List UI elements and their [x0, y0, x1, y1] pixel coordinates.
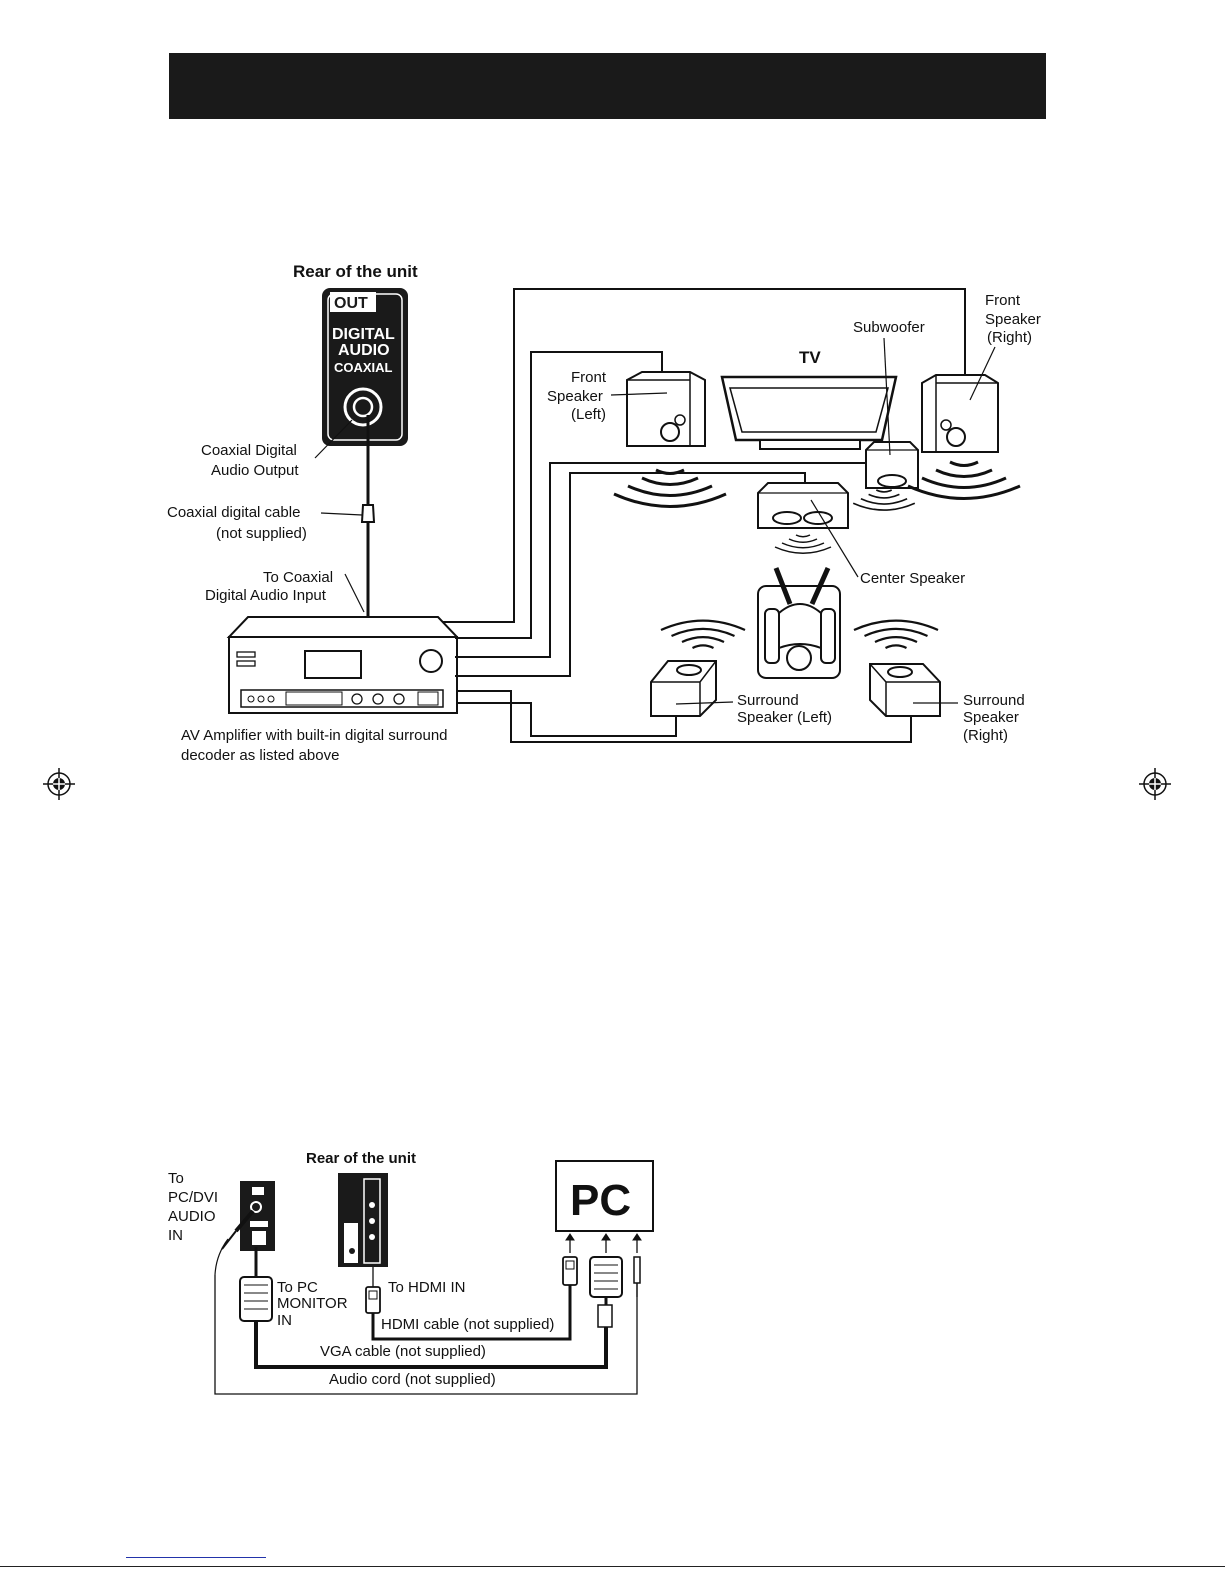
audio-cord — [214, 1275, 638, 1395]
amp-caption-1: AV Amplifier with built-in digital surro… — [181, 727, 448, 744]
vga-cable — [254, 1321, 608, 1369]
coax-cable-label-2: (not supplied) — [216, 525, 307, 542]
digital-audio-panel: OUT DIGITAL AUDIO COAXIAL — [322, 288, 408, 446]
to-coax-label-1: To Coaxial — [263, 569, 333, 586]
registration-mark-icon — [1139, 768, 1171, 800]
arrow-up-icon — [565, 1233, 642, 1253]
to-audio-label-1: To — [168, 1170, 184, 1187]
pc-label: PC — [570, 1176, 631, 1225]
to-pc-monitor-label-2: MONITOR — [277, 1295, 348, 1312]
footer-line — [0, 1566, 1225, 1567]
subwoofer-icon — [865, 441, 919, 489]
front-right-label-2: Speaker — [985, 311, 1041, 328]
surround-left-speaker-icon — [650, 660, 717, 717]
vga-cable-label: VGA cable (not supplied) — [320, 1343, 486, 1360]
center-speaker-icon — [757, 482, 849, 529]
surround-left-label-2: Speaker (Left) — [737, 709, 832, 726]
hdmi-cable — [371, 1285, 572, 1341]
audio-plug-icon — [633, 1256, 641, 1297]
front-right-label-1: Front — [985, 292, 1021, 309]
coax-output-label-1: Coaxial Digital — [201, 442, 297, 459]
panel-coaxial-label: COAXIAL — [334, 360, 393, 375]
panel-audio-label: AUDIO — [338, 342, 390, 359]
to-audio-label-3: AUDIO — [168, 1208, 216, 1225]
to-audio-label-2: PC/DVI — [168, 1189, 218, 1206]
to-pc-monitor-label-1: To PC — [277, 1279, 318, 1296]
hdmi-input-panel — [338, 1173, 388, 1267]
front-left-label-1: Front — [571, 369, 607, 386]
coax-cable-label-1: Coaxial digital cable — [167, 504, 300, 521]
surround-right-label-2: Speaker — [963, 709, 1019, 726]
front-left-label-2: Speaker — [547, 388, 603, 405]
subwoofer-label: Subwoofer — [853, 319, 925, 336]
audio-cord-label: Audio cord (not supplied) — [329, 1371, 496, 1388]
front-left-speaker-icon — [626, 371, 706, 447]
tv-icon — [720, 375, 898, 450]
panel-out-label: OUT — [334, 295, 368, 312]
surround-right-speaker-icon — [869, 663, 941, 717]
header-bar — [169, 53, 1046, 119]
pc-input-panel — [240, 1181, 275, 1251]
surround-right-label-3: (Right) — [963, 727, 1008, 744]
surround-left-label-1: Surround — [737, 692, 799, 709]
speaker-wires — [443, 288, 966, 743]
to-coax-label-2: Digital Audio Input — [205, 587, 327, 604]
tv-label: TV — [799, 348, 821, 367]
hdmi-connector-icon — [365, 1286, 381, 1314]
front-right-speaker-icon — [921, 374, 999, 453]
coaxial-jack-icon — [343, 387, 383, 427]
amp-caption-2: decoder as listed above — [181, 747, 339, 764]
panel-digital-label: DIGITAL — [332, 326, 395, 343]
amplifier-icon — [226, 616, 460, 714]
coaxial-plug-icon — [360, 504, 376, 523]
footer-link-rule — [126, 1557, 266, 1558]
front-right-label-3: (Right) — [987, 329, 1032, 346]
listener-icon — [757, 566, 841, 679]
front-left-label-3: (Left) — [571, 406, 606, 423]
center-speaker-label: Center Speaker — [860, 570, 965, 587]
to-hdmi-label: To HDMI IN — [388, 1279, 466, 1296]
rear-title: Rear of the unit — [293, 262, 418, 281]
pc-rear-title: Rear of the unit — [306, 1150, 416, 1167]
surround-connection-diagram: Rear of the unit OUT DIGITAL AUDIO COAXI… — [167, 262, 1041, 764]
coax-output-label-2: Audio Output — [211, 462, 299, 479]
registration-mark-icon — [43, 768, 75, 800]
hdmi-cable-label: HDMI cable (not supplied) — [381, 1316, 554, 1333]
vga-connector-icon — [239, 1247, 273, 1322]
vga-plug-icon — [589, 1256, 623, 1328]
surround-right-label-1: Surround — [963, 692, 1025, 709]
to-audio-label-4: IN — [168, 1227, 183, 1244]
to-pc-monitor-label-3: IN — [277, 1312, 292, 1329]
hdmi-plug-icon — [562, 1256, 578, 1286]
pc-connection-diagram: Rear of the unit To PC/DVI AUDIO IN PC — [168, 1150, 654, 1395]
pc-box — [555, 1160, 654, 1232]
